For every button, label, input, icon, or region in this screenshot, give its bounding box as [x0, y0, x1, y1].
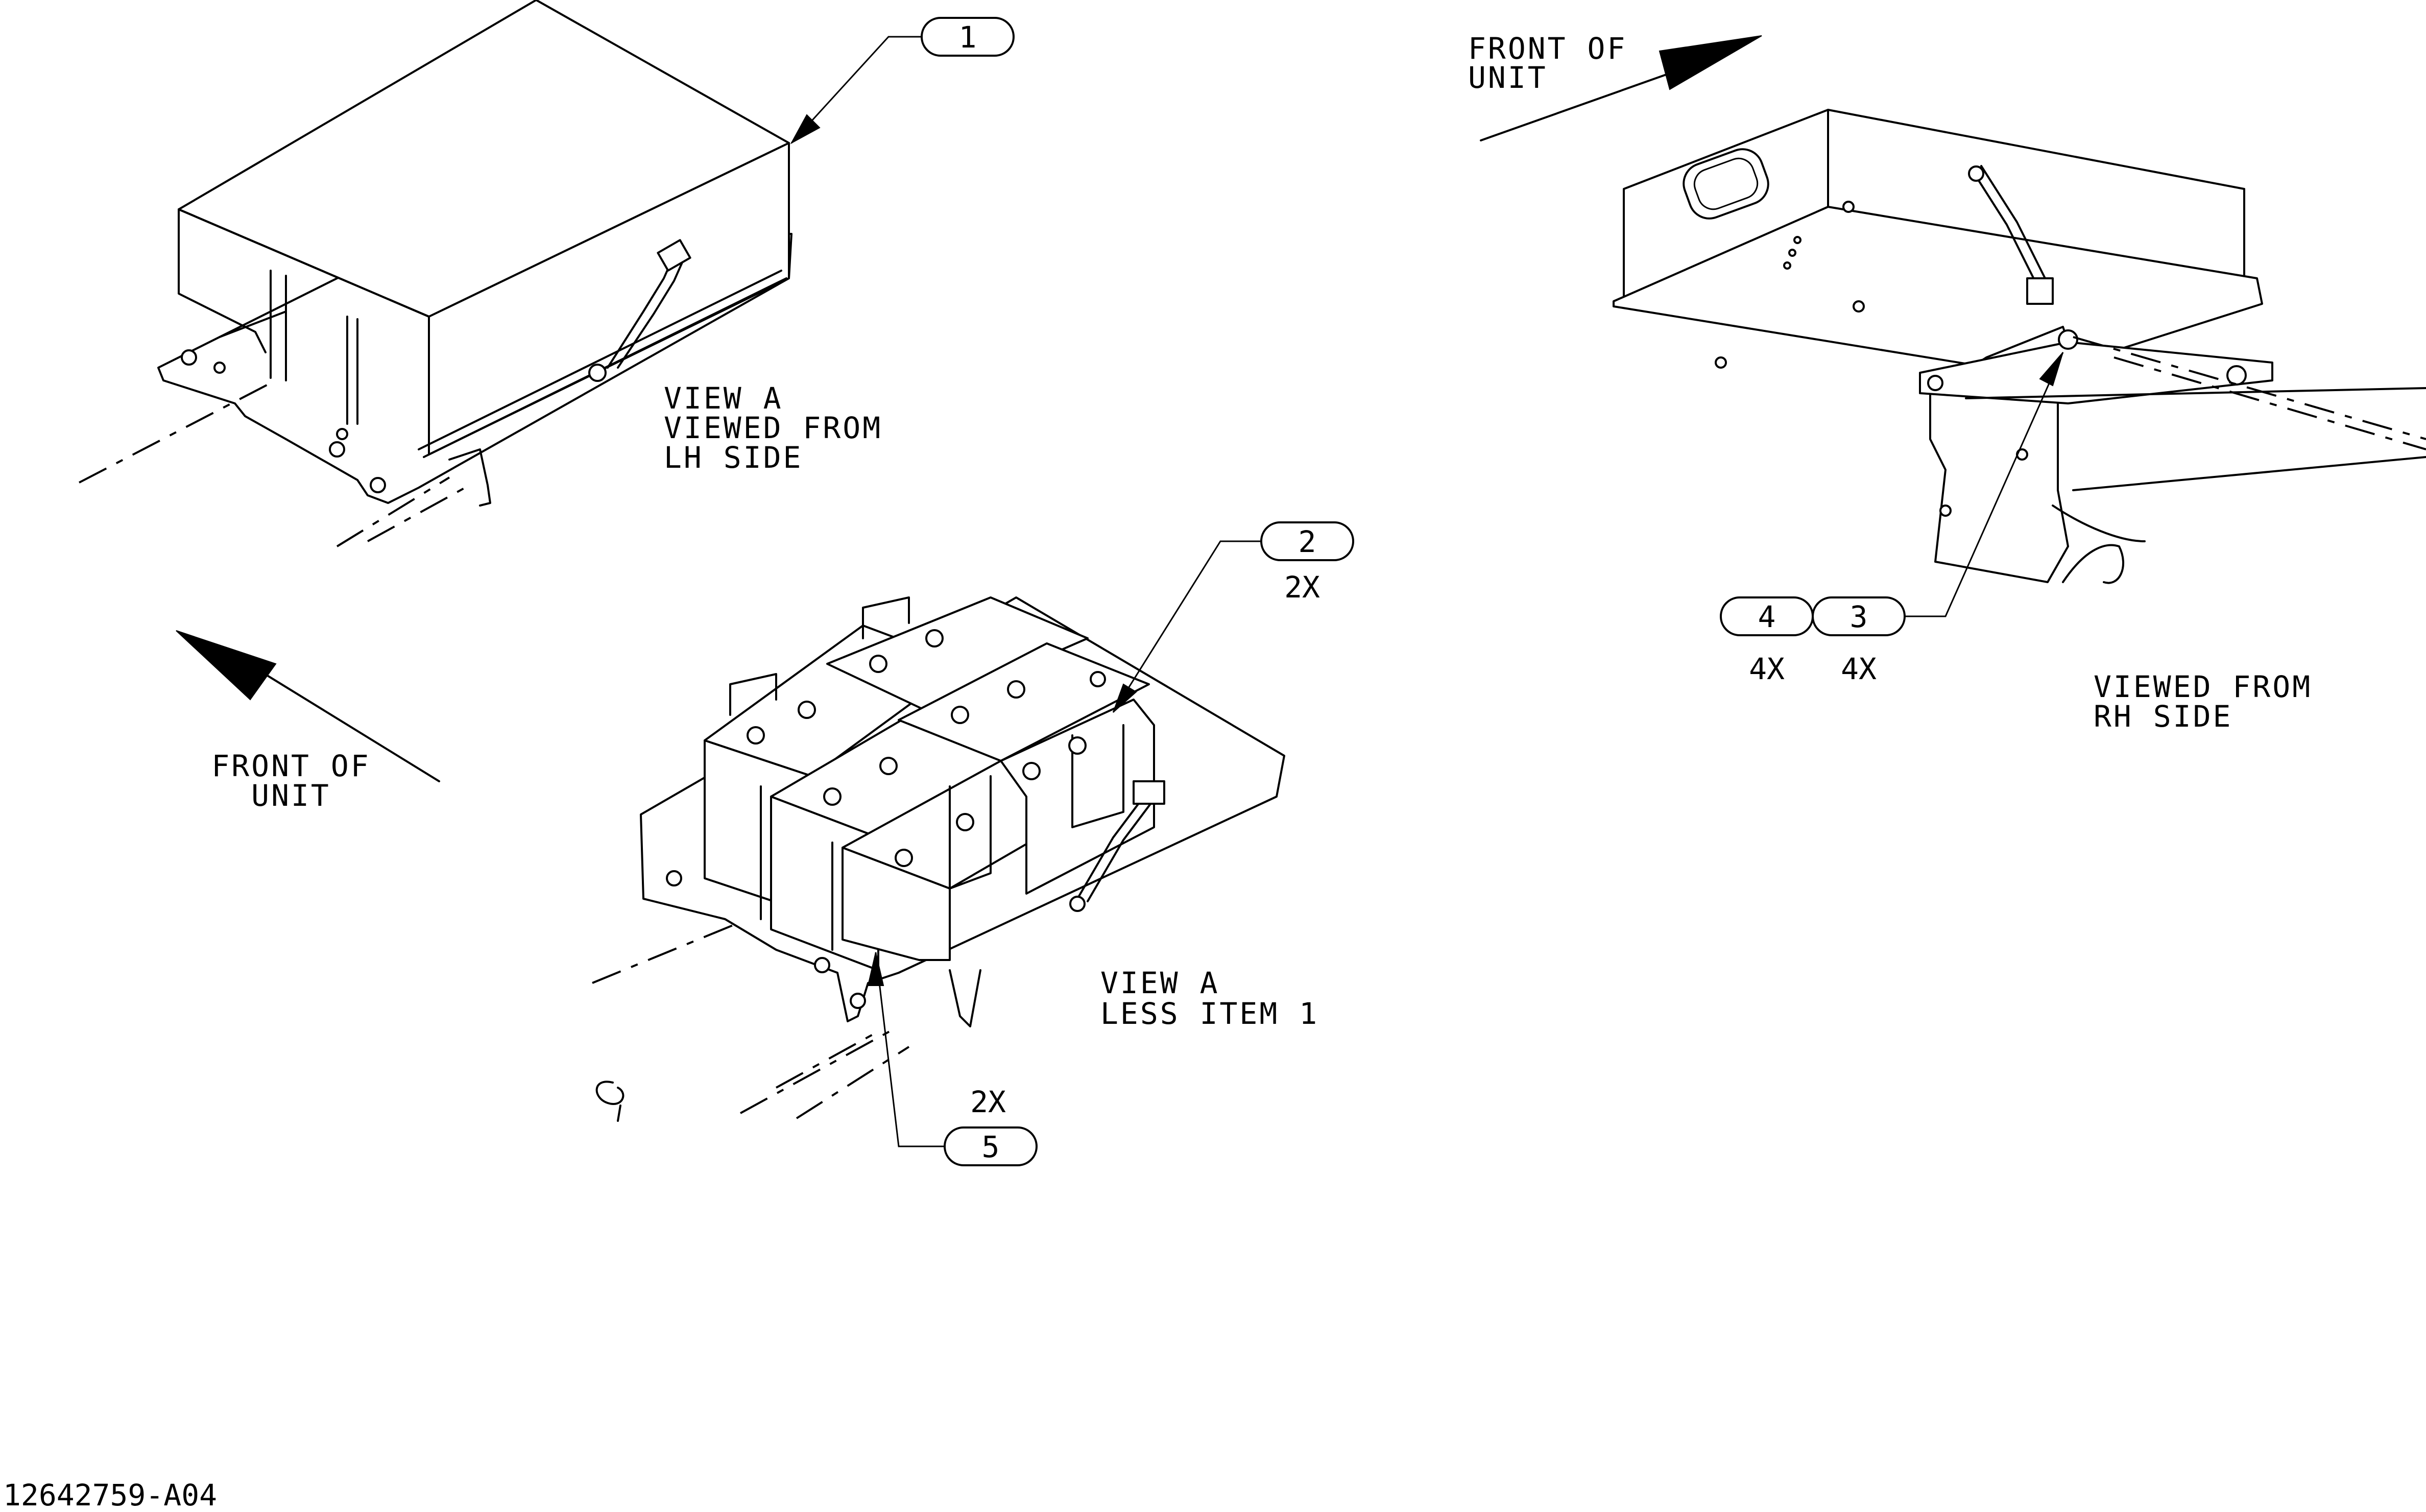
- callout-2-qty: 2X: [1284, 570, 1320, 605]
- callout-2: 2 2X: [1112, 521, 1354, 713]
- front-of-unit-arrow-left: FRONT OF UNIT: [176, 630, 440, 813]
- callout-5: 5 2X: [867, 952, 1038, 1166]
- callout-3-number: 3: [1850, 599, 1868, 634]
- callout-3-qty: 4X: [1841, 652, 1877, 686]
- battery-box-cover-view: [79, 0, 792, 547]
- rh-caption-line1: VIEWED FROM: [2094, 669, 2312, 704]
- callout-1-number: 1: [959, 20, 977, 55]
- lh-caption-line1: VIEW A: [664, 381, 783, 416]
- front-label-left-line2: UNIT: [251, 778, 331, 813]
- less-item-caption: VIEW A LESS ITEM 1: [1100, 966, 1319, 1031]
- front-label-right-line2: UNIT: [1468, 60, 1548, 95]
- battery-tray-view: [592, 596, 1285, 1122]
- rh-side-assembly-view: [1613, 109, 2426, 584]
- lh-caption-line2: VIEWED FROM: [664, 411, 882, 445]
- drawing-number: 12642759-A04: [3, 1478, 217, 1512]
- callout-5-number: 5: [982, 1130, 1000, 1164]
- callout-4: 4 4X: [1720, 596, 1814, 686]
- callout-1: 1: [790, 17, 1015, 145]
- rh-caption-line2: RH SIDE: [2094, 699, 2232, 734]
- callout-2-number: 2: [1299, 524, 1316, 559]
- front-of-unit-arrow-right: FRONT OF UNIT: [1468, 31, 1762, 141]
- lh-caption-line3: LH SIDE: [664, 440, 803, 475]
- less-item-line1: VIEW A: [1100, 966, 1220, 1000]
- callout-5-qty: 2X: [970, 1085, 1006, 1119]
- front-label-right-line1: FRONT OF: [1468, 31, 1627, 66]
- lh-side-caption: VIEW A VIEWED FROM LH SIDE: [664, 381, 882, 475]
- callout-4-qty: 4X: [1749, 652, 1785, 686]
- less-item-line2: LESS ITEM 1: [1100, 996, 1319, 1031]
- callout-3: 3 4X: [1812, 352, 2064, 686]
- front-label-left-line1: FRONT OF: [211, 749, 370, 783]
- rh-side-caption: VIEWED FROM RH SIDE: [2094, 669, 2312, 734]
- callout-4-number: 4: [1758, 599, 1776, 634]
